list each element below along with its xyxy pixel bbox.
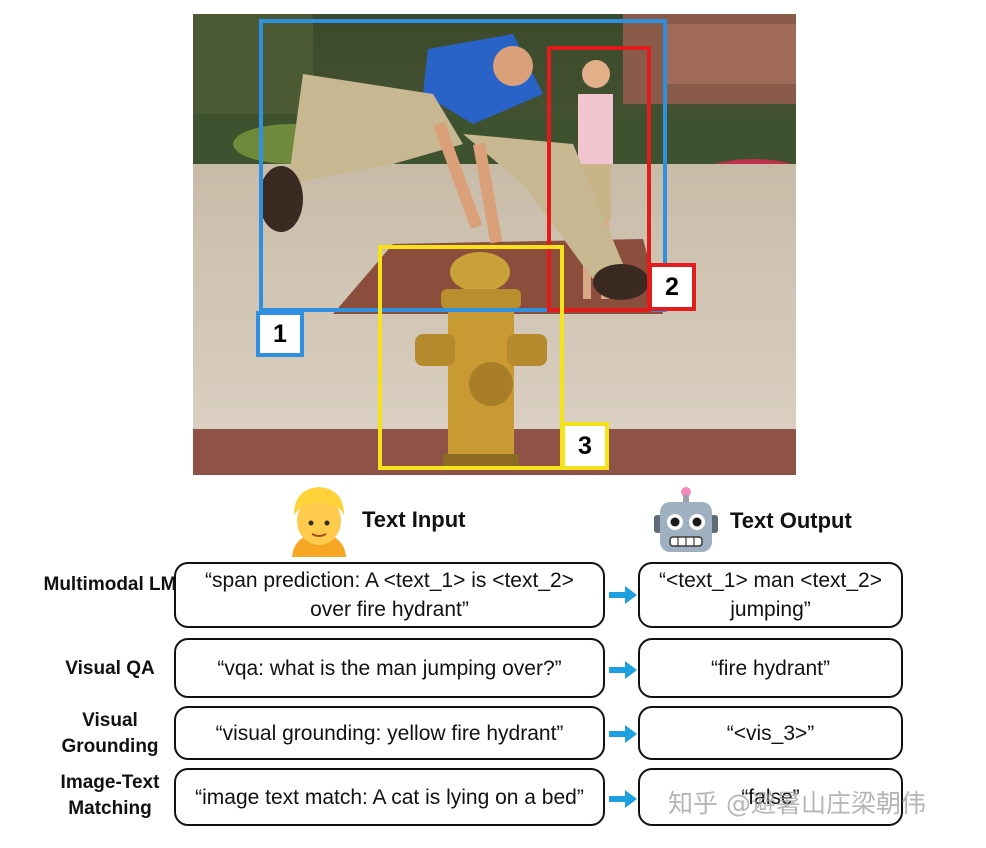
- bounding-box-1: [259, 19, 667, 312]
- task-input-multimodal-lm: “span prediction: A <text_1> is <text_2>…: [174, 562, 605, 628]
- box-label-3: 3: [561, 422, 609, 470]
- text-input-header: Text Input: [284, 483, 465, 557]
- box-label-2: 2: [648, 263, 696, 311]
- bounding-box-3: [378, 245, 564, 470]
- scene-photo: [193, 14, 796, 475]
- task-input-image-text-matching: “image text match: A cat is lying on a b…: [174, 768, 605, 826]
- arrow-icon: [609, 790, 637, 808]
- task-input-visual-grounding: “visual grounding: yellow fire hydrant”: [174, 706, 605, 760]
- robot-emoji-icon: [654, 487, 718, 552]
- task-label-multimodal-lm: Multimodal LM: [43, 574, 177, 595]
- task-output-image-text-matching: “false”: [638, 768, 903, 826]
- arrow-icon: [609, 661, 637, 679]
- task-output-visual-grounding: “<vis_3>”: [638, 706, 903, 760]
- person-emoji-icon: [292, 487, 346, 557]
- text-output-header: Text Output: [650, 485, 852, 557]
- task-input-visual-qa: “vqa: what is the man jumping over?”: [174, 638, 605, 698]
- arrow-icon: [609, 586, 637, 604]
- task-output-multimodal-lm: “<text_1> man <text_2> jumping”: [638, 562, 903, 628]
- task-label-visual-qa: Visual QA: [65, 658, 155, 679]
- watermark: 知乎 @避暑山庄梁朝伟: [668, 789, 926, 818]
- task-output-visual-qa: “fire hydrant”: [638, 638, 903, 698]
- text-output-label: Text Output: [730, 508, 852, 533]
- task-label-image-text-matching: Image-Text Matching: [60, 772, 160, 819]
- bounding-box-2: [547, 46, 651, 312]
- scene-illustration: [193, 14, 796, 475]
- arrow-icon: [609, 725, 637, 743]
- text-input-label: Text Input: [362, 507, 466, 532]
- box-label-1: 1: [256, 311, 304, 357]
- task-label-visual-grounding: Visual Grounding: [61, 710, 159, 757]
